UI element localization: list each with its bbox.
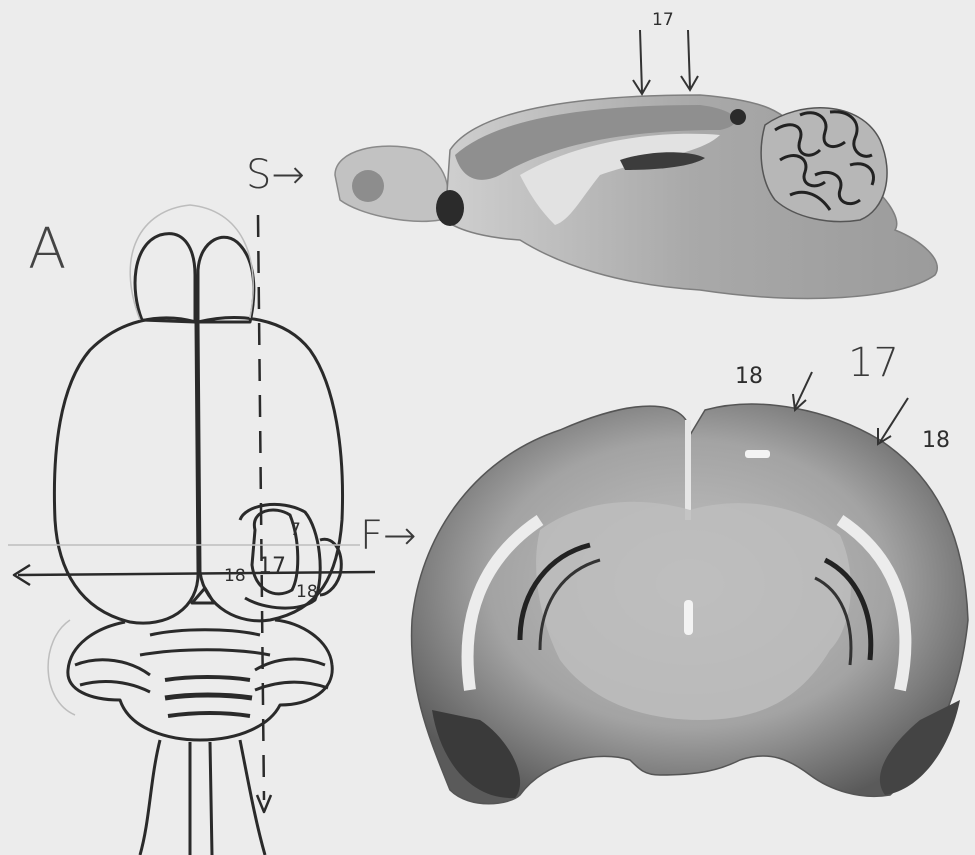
- sagittal-olfactory: [335, 146, 448, 221]
- frontal-section-label: F→: [360, 516, 417, 556]
- dorsal-area-18-right-label: 18: [296, 584, 318, 601]
- cerebellar-hemisphere-right: [255, 659, 328, 690]
- frontal-dorsal-mark: [745, 450, 770, 458]
- cerebellar-folia-4: [165, 695, 252, 698]
- dorsal-brain-drawing: [14, 215, 375, 855]
- cerebellar-hemisphere-left: [75, 660, 150, 692]
- olfactory-bulb-right: [198, 237, 254, 322]
- midline: [197, 322, 199, 575]
- frontal-ventricle: [684, 600, 693, 635]
- dorsal-area-17-label: 17: [258, 556, 286, 578]
- sagittal-dark-dot: [730, 109, 746, 125]
- frontal-area-18-right-label: 18: [922, 430, 950, 452]
- frontal-area-17-label: 17: [848, 343, 899, 383]
- frontal-area-18-left-label: 18: [735, 366, 763, 388]
- sagittal-olfactory-core: [352, 170, 384, 202]
- sagittal-section: [335, 30, 937, 298]
- brainstem: [140, 740, 265, 855]
- sagittal-area-17-label: 17: [652, 12, 674, 29]
- frontal-arrow-17-right: [878, 398, 908, 444]
- frontal-section: [412, 372, 968, 804]
- panel-label: A: [28, 222, 66, 278]
- olfactory-bulb-left: [135, 234, 195, 322]
- sagittal-section-label: S→: [246, 155, 305, 195]
- cerebellar-folia-5: [168, 713, 250, 716]
- dorsal-area-17-small-label: 7: [290, 522, 301, 539]
- cerebellar-folia-3: [165, 677, 250, 680]
- cerebellar-folia-2: [140, 650, 270, 655]
- hemisphere-left: [54, 318, 198, 623]
- sagittal-dark-nucleus: [436, 190, 464, 226]
- frontal-arrow-18-left: [793, 372, 812, 410]
- sagittal-area-17-arrows: [633, 30, 698, 94]
- dorsal-area-18-left-label: 18: [224, 568, 246, 585]
- cerebellar-folia-1: [150, 630, 260, 635]
